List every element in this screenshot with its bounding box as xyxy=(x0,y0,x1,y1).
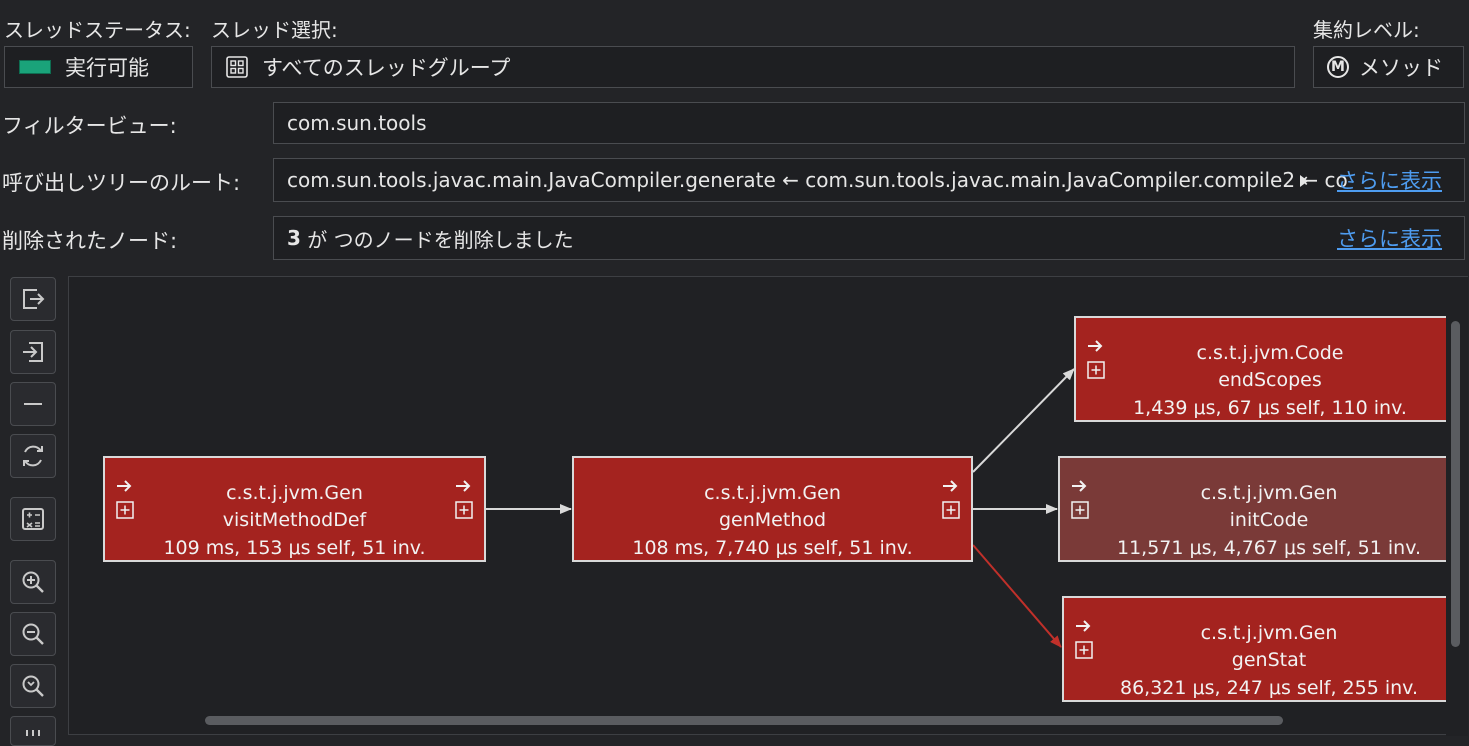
node-method: genMethod xyxy=(718,509,827,531)
toolbar-zoom-fit-button[interactable] xyxy=(10,664,56,708)
toolbar-collapse-button[interactable] xyxy=(10,382,56,426)
enter-icon xyxy=(23,342,43,362)
removed-show-more-link[interactable]: さらに表示 xyxy=(1337,227,1442,251)
edge-genMethod-endScopes xyxy=(972,368,1075,473)
node-method: initCode xyxy=(1229,509,1309,531)
exit-icon xyxy=(23,289,45,309)
arrow-right-icon[interactable] xyxy=(1086,336,1106,356)
zoom-in-icon xyxy=(22,571,44,593)
toolbar-zoom-in-button[interactable] xyxy=(10,560,56,604)
graph-node-genMethod[interactable]: c.s.t.j.jvm.Gen genMethod 108 ms, 7,740 … xyxy=(572,456,973,562)
thread-status-value: 実行可能 xyxy=(65,56,149,80)
thread-select-label: スレッド選択: xyxy=(211,18,338,42)
vertical-scrollbar-track[interactable] xyxy=(1446,277,1468,736)
node-stats: 11,571 μs, 4,767 μs self, 51 inv. xyxy=(1116,537,1422,559)
refresh-icon xyxy=(23,445,43,467)
removed-message: が つのノードを削除しました xyxy=(307,227,574,252)
toolbar-refresh-button[interactable] xyxy=(10,434,56,478)
toolbar-more-button[interactable] xyxy=(10,716,56,746)
node-class: c.s.t.j.jvm.Code xyxy=(1196,342,1344,364)
arrow-right-icon[interactable] xyxy=(941,476,961,496)
thread-group-icon xyxy=(226,56,248,78)
expand-icon[interactable] xyxy=(454,500,474,520)
aggregation-label: 集約レベル: xyxy=(1313,18,1420,42)
removed-nodes-field: 3 が つのノードを削除しました さらに表示 xyxy=(273,216,1465,260)
node-stats: 108 ms, 7,740 μs self, 51 inv. xyxy=(632,537,913,559)
removed-nodes-label: 削除されたノード: xyxy=(2,229,178,253)
node-stats: 86,321 μs, 247 μs self, 255 inv. xyxy=(1120,677,1418,699)
status-color-swatch xyxy=(19,60,51,74)
vertical-scrollbar-thumb[interactable] xyxy=(1451,321,1460,647)
toolbar-zoom-out-button[interactable] xyxy=(10,612,56,656)
call-tree-root-value: com.sun.tools.javac.main.JavaCompiler.ge… xyxy=(287,168,1348,192)
grid-icon xyxy=(26,730,40,736)
expand-icon[interactable] xyxy=(115,500,135,520)
aggregation-dropdown[interactable]: M メソッド xyxy=(1313,46,1464,88)
horizontal-scrollbar-thumb[interactable] xyxy=(205,716,1283,725)
triangle-right-icon[interactable] xyxy=(1299,174,1309,188)
arrow-right-icon[interactable] xyxy=(1070,476,1090,496)
filter-label: フィルタービュー: xyxy=(2,114,177,138)
node-method: visitMethodDef xyxy=(222,509,367,531)
zoom-out-icon xyxy=(22,623,44,645)
expand-icon[interactable] xyxy=(1074,640,1094,660)
node-class: c.s.t.j.jvm.Gen xyxy=(1200,482,1338,504)
node-class: c.s.t.j.jvm.Gen xyxy=(1200,622,1338,644)
method-level-icon: M xyxy=(1327,56,1349,78)
filter-input[interactable]: com.sun.tools xyxy=(273,102,1465,144)
arrow-right-icon[interactable] xyxy=(1074,616,1094,636)
root-show-more-link[interactable]: さらに表示 xyxy=(1337,169,1442,193)
calculator-icon xyxy=(22,508,44,530)
node-method: endScopes xyxy=(1218,369,1322,391)
expand-icon[interactable] xyxy=(941,500,961,520)
arrow-right-icon[interactable] xyxy=(115,476,135,496)
minus-icon xyxy=(24,403,42,405)
thread-select-value: すべてのスレッドグループ xyxy=(262,56,511,80)
removed-count: 3 xyxy=(287,226,301,250)
graph-node-endScopes[interactable]: c.s.t.j.jvm.Code endScopes 1,439 μs, 67 … xyxy=(1074,316,1465,422)
node-class: c.s.t.j.jvm.Gen xyxy=(226,482,363,504)
call-graph-canvas[interactable]: c.s.t.j.jvm.Gen visitMethodDef 109 ms, 1… xyxy=(68,276,1468,736)
graph-node-genStat[interactable]: c.s.t.j.jvm.Gen genStat 86,321 μs, 247 μ… xyxy=(1062,596,1454,702)
aggregation-value: メソッド xyxy=(1359,56,1443,80)
thread-status-label: スレッドステータス: xyxy=(4,18,191,42)
removed-nodes-text: 3 が つのノードを削除しました xyxy=(287,217,574,259)
call-tree-root-label: 呼び出しツリーのルート: xyxy=(2,171,241,195)
filter-value: com.sun.tools xyxy=(287,111,427,135)
node-stats: 1,439 μs, 67 μs self, 110 inv. xyxy=(1133,397,1407,419)
zoom-fit-icon xyxy=(22,675,44,697)
edge-genMethod-genStat xyxy=(972,544,1062,648)
expand-icon[interactable] xyxy=(1070,500,1090,520)
graph-node-visitMethodDef[interactable]: c.s.t.j.jvm.Gen visitMethodDef 109 ms, 1… xyxy=(103,456,486,562)
thread-status-dropdown[interactable]: 実行可能 xyxy=(4,46,193,88)
thread-select-dropdown[interactable]: すべてのスレッドグループ xyxy=(211,46,1295,88)
node-method: genStat xyxy=(1231,649,1307,671)
toolbar-calculator-button[interactable] xyxy=(10,497,56,541)
arrow-right-icon[interactable] xyxy=(454,476,474,496)
node-stats: 109 ms, 153 μs self, 51 inv. xyxy=(163,537,426,559)
call-tree-root-field[interactable]: com.sun.tools.javac.main.JavaCompiler.ge… xyxy=(273,158,1465,202)
graph-edges xyxy=(486,368,1075,648)
toolbar-enter-button[interactable] xyxy=(10,330,56,374)
graph-node-initCode[interactable]: c.s.t.j.jvm.Gen initCode 11,571 μs, 4,76… xyxy=(1058,456,1454,562)
expand-icon[interactable] xyxy=(1086,360,1106,380)
toolbar-exit-button[interactable] xyxy=(10,277,56,321)
node-class: c.s.t.j.jvm.Gen xyxy=(704,482,841,504)
